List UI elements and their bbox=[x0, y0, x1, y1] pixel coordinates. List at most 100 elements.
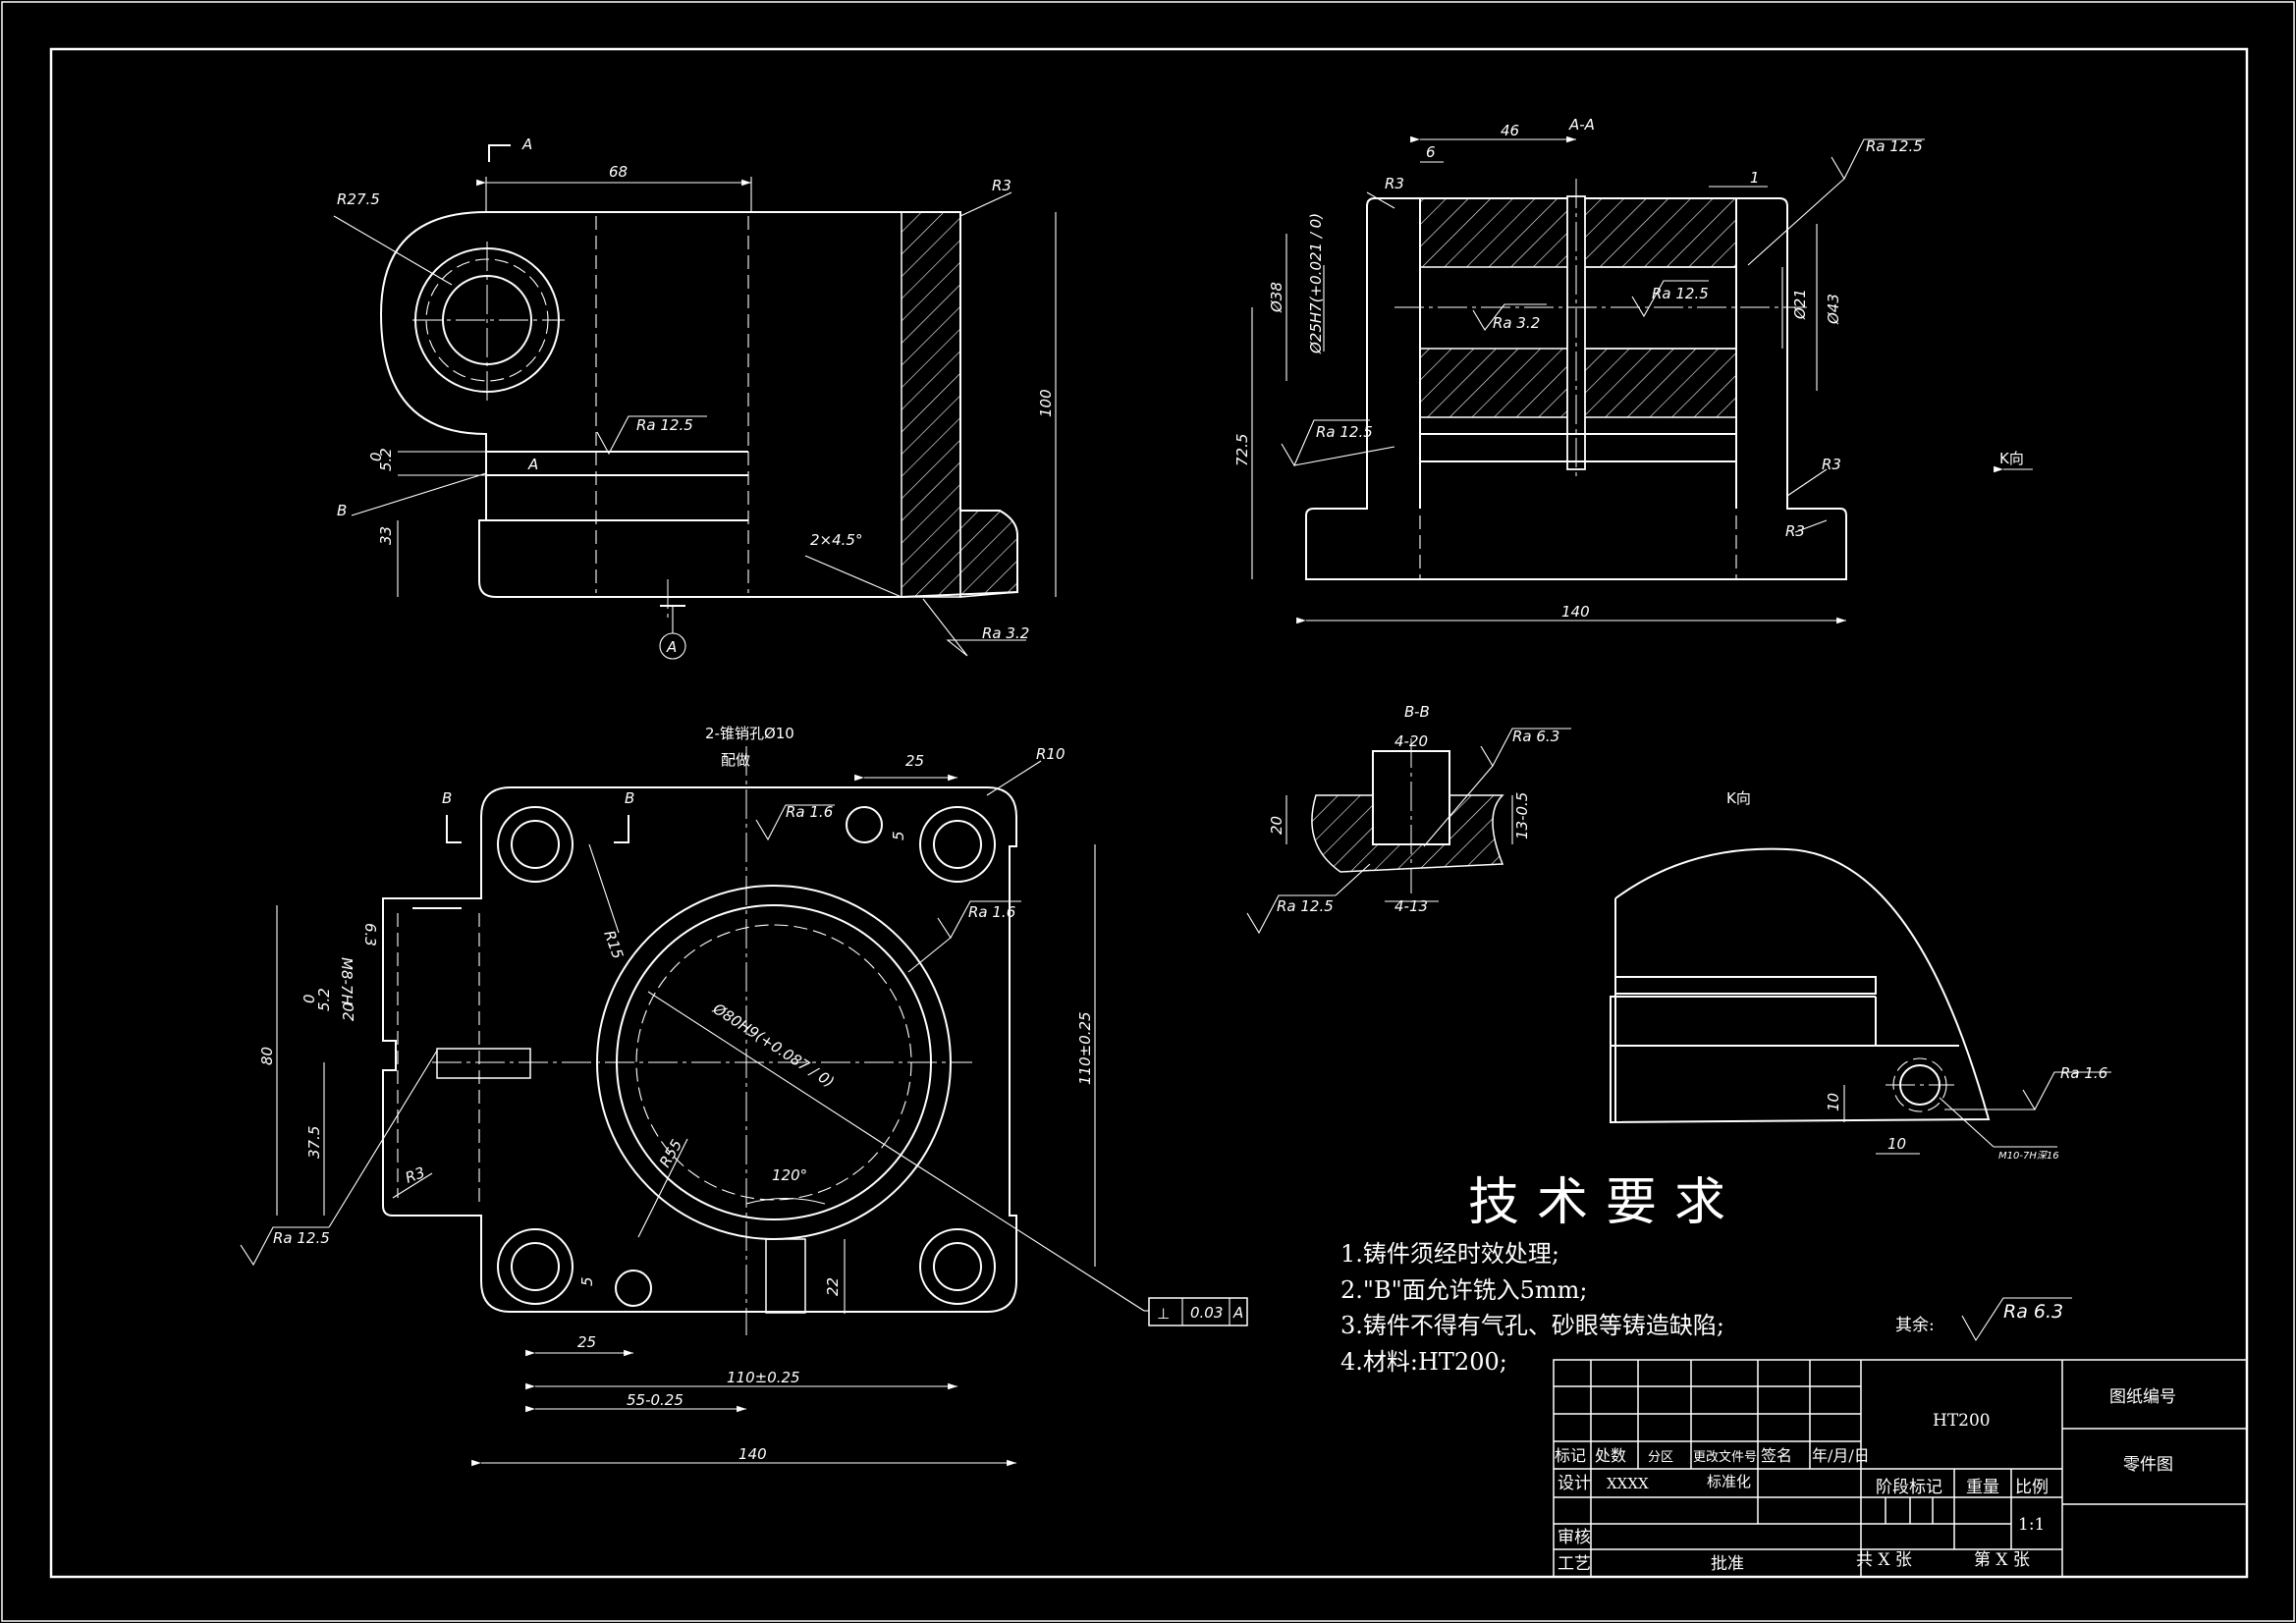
tb-drawing-no-label: 图纸编号 bbox=[2109, 1387, 2176, 1407]
dim-5-top: 5 bbox=[890, 831, 907, 840]
dim-0-top: 0 bbox=[301, 994, 318, 1003]
dim-1: 1 bbox=[1750, 169, 1760, 187]
section-BB-dims: B-B 4-20 20 13-0.5 4-13 Ra 6.3 Ra 12.5 bbox=[1246, 703, 1571, 935]
tb-col-zone: 分区 bbox=[1648, 1450, 1673, 1465]
dim-R3: R3 bbox=[992, 177, 1011, 194]
k-view-dims: K向 10 10 M10-7H深16 Ra 1.6 bbox=[1726, 789, 2111, 1162]
tb-col-change: 更改文件号 bbox=[1693, 1450, 1757, 1465]
dim-25-top: 25 bbox=[905, 752, 924, 770]
dim-110-vert: 110±0.25 bbox=[1076, 1011, 1094, 1085]
tb-sheets-total: 共 X 张 bbox=[1856, 1550, 1912, 1570]
dim-37-5: 37.5 bbox=[305, 1126, 323, 1159]
dim-22: 22 bbox=[824, 1277, 842, 1296]
requirement-4: 4.材料:HT200; bbox=[1340, 1348, 1507, 1376]
requirement-2: 2."B"面允许铣入5mm; bbox=[1340, 1276, 1587, 1304]
section-AA-title: A-A bbox=[1568, 116, 1595, 134]
k-view-title: K向 bbox=[1726, 789, 1751, 807]
ra-bb-1: Ra 6.3 bbox=[1512, 728, 1559, 745]
section-BB-view bbox=[1311, 738, 1504, 893]
dim-10-vert: 10 bbox=[1825, 1093, 1842, 1111]
dim-33: 33 bbox=[377, 526, 395, 545]
tb-drawing-name: 零件图 bbox=[2123, 1455, 2173, 1475]
dim-R10: R10 bbox=[1036, 745, 1066, 763]
tb-material: HT200 bbox=[1933, 1411, 1991, 1431]
dim-80: 80 bbox=[258, 1047, 276, 1065]
tb-approve-label: 批准 bbox=[1711, 1554, 1744, 1574]
dim-10-horiz: 10 bbox=[1887, 1135, 1906, 1153]
top-view-dims: 2-锥销孔Ø10 配做 25 R10 5 R15 M8-7H 6.3 80 20… bbox=[240, 725, 1248, 1467]
dim-R3-aa-2: R3 bbox=[1822, 456, 1841, 473]
section-label-B-left: B bbox=[442, 789, 452, 807]
dim-0: 0 bbox=[367, 452, 385, 461]
geometric-tolerance-frame: ⊥ 0.03 A bbox=[1148, 1297, 1248, 1326]
front-view-dims: 68 100 R27.5 R3 33 5.2 0 2×4.5° B A A A … bbox=[333, 135, 1057, 657]
requirement-1: 1.铸件须经时效处理; bbox=[1340, 1240, 1559, 1268]
ra-front-2: Ra 3.2 bbox=[982, 624, 1029, 642]
top-view bbox=[382, 746, 1017, 1335]
dim-13: 13-0.5 bbox=[1513, 792, 1531, 839]
dim-100: 100 bbox=[1037, 389, 1055, 417]
dim-M10: M10-7H深16 bbox=[1998, 1150, 2059, 1162]
dim-120deg: 120° bbox=[772, 1166, 807, 1184]
dim-dia43: Ø43 bbox=[1825, 294, 1842, 325]
dim-R15: R15 bbox=[600, 928, 627, 961]
others-label: 其余: bbox=[1895, 1316, 1935, 1335]
tb-scale: 1:1 bbox=[2018, 1515, 2045, 1535]
requirements-title: 技术要求 bbox=[1468, 1173, 1743, 1232]
dim-55: 55-0.25 bbox=[627, 1391, 683, 1409]
dim-20-bb: 20 bbox=[1268, 816, 1285, 835]
dim-R27-5: R27.5 bbox=[337, 190, 380, 208]
dim-R55: R55 bbox=[656, 1136, 685, 1170]
k-arrow-label: K向 bbox=[1999, 450, 2024, 467]
dim-chamfer: 2×4.5° bbox=[810, 531, 862, 549]
k-view bbox=[1610, 847, 1991, 1124]
title-block: HT200 图纸编号 零件图 标记 处数 分区 更改文件号 签名 年/月/日 设… bbox=[1553, 1359, 2248, 1578]
section-AA-dims: A-A 46 6 1 R3 Ø38 Ø25H7(+0.021 / 0) 72.5… bbox=[1233, 116, 2033, 624]
tb-col-mark: 标记 bbox=[1555, 1446, 1586, 1465]
ra-bb-2: Ra 12.5 bbox=[1277, 897, 1334, 915]
dim-R3-aa-3: R3 bbox=[1785, 522, 1805, 540]
dim-140-top: 140 bbox=[738, 1445, 767, 1463]
tol-datum: A bbox=[1232, 1304, 1243, 1322]
tb-col-date: 年/月/日 bbox=[1812, 1446, 1870, 1465]
dim-68: 68 bbox=[609, 163, 628, 181]
drawing-frame bbox=[49, 47, 2249, 1579]
dim-140-aa: 140 bbox=[1561, 603, 1590, 621]
tb-sheet-no: 第 X 张 bbox=[1974, 1550, 2030, 1570]
dim-5-2-top: 5.2 bbox=[315, 988, 333, 1011]
datum-A-flag: A bbox=[527, 456, 538, 473]
dim-4-20: 4-20 bbox=[1394, 732, 1428, 750]
ra-aa-2: Ra 12.5 bbox=[1652, 285, 1709, 302]
tb-design-label: 设计 bbox=[1558, 1474, 1591, 1493]
technical-requirements: 技术要求 1.铸件须经时效处理; 2."B"面允许铣入5mm; 3.铸件不得有气… bbox=[1340, 1173, 2072, 1376]
tol-value: 0.03 bbox=[1190, 1304, 1223, 1322]
dim-dia38: Ø38 bbox=[1268, 282, 1285, 313]
pin-note-1: 2-锥销孔Ø10 bbox=[705, 725, 794, 742]
ra-front-1: Ra 12.5 bbox=[636, 416, 693, 434]
dim-dia25H7: Ø25H7(+0.021 / 0) bbox=[1307, 213, 1325, 354]
tb-col-sign: 签名 bbox=[1761, 1446, 1792, 1465]
tb-weight-label: 重量 bbox=[1966, 1478, 1999, 1497]
dim-R3-top: R3 bbox=[403, 1163, 427, 1187]
tb-stage-label: 阶段标记 bbox=[1876, 1478, 1942, 1497]
section-mark-A: A bbox=[521, 135, 532, 153]
dim-25-lower: 25 bbox=[577, 1333, 596, 1351]
ra-top-3: Ra 12.5 bbox=[273, 1229, 330, 1247]
dim-R3-aa: R3 bbox=[1385, 175, 1404, 192]
dim-M8: M8-7H bbox=[338, 957, 355, 1005]
dim-6-3: 6.3 bbox=[361, 923, 379, 947]
dim-110-horiz: 110±0.25 bbox=[727, 1369, 800, 1386]
tb-scale-label: 比例 bbox=[2015, 1478, 2049, 1497]
tb-standardize-label: 标准化 bbox=[1707, 1473, 1751, 1490]
ra-aa-1: Ra 12.5 bbox=[1866, 137, 1923, 155]
tb-designer: XXXX bbox=[1607, 1475, 1649, 1492]
others-ra: Ra 6.3 bbox=[2003, 1301, 2063, 1323]
tol-symbol: ⊥ bbox=[1157, 1305, 1170, 1323]
ra-top-2: Ra 1.6 bbox=[968, 903, 1015, 921]
tb-process-label: 工艺 bbox=[1558, 1554, 1591, 1574]
pin-note-2: 配做 bbox=[721, 751, 750, 769]
front-view bbox=[379, 144, 1018, 660]
dim-72-5: 72.5 bbox=[1233, 434, 1251, 466]
